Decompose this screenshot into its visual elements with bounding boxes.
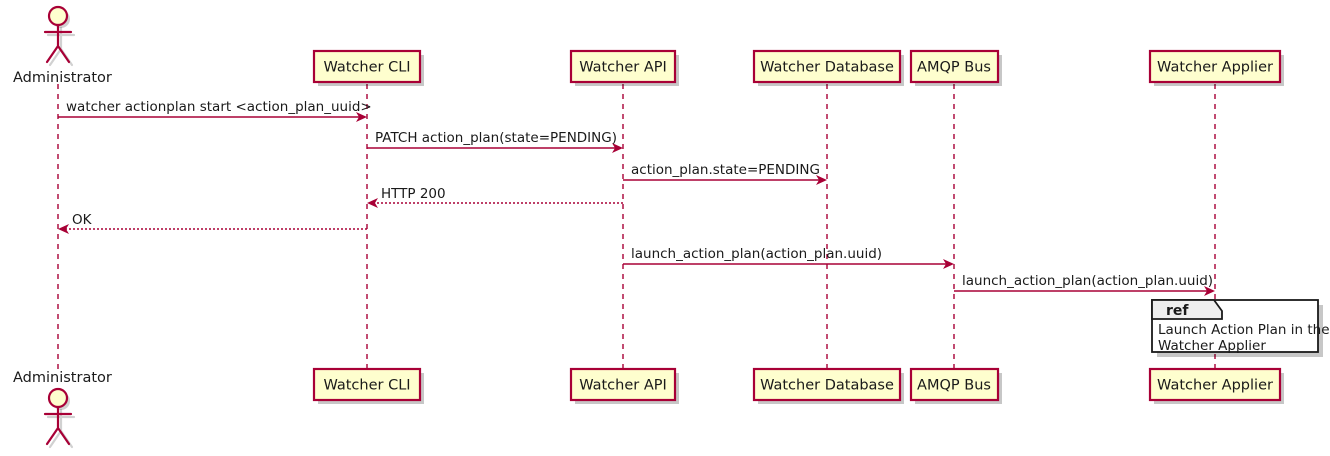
participant-watcher-database-header[interactable]: Watcher Database [752, 49, 904, 86]
participant-box [752, 49, 902, 84]
message-label-msg-3: action_plan.state=PENDING [631, 162, 820, 178]
actor-body-icon [43, 405, 73, 446]
participant-label-watcher-cli-header: Watcher CLI [323, 60, 410, 76]
message-arrowhead [816, 175, 827, 185]
participant-label-watcher-applier-header: Watcher Applier [1157, 60, 1273, 76]
participant-label-amqp-bus-footer: AMQP Bus [917, 378, 991, 394]
participant-label-administrator-header: Administrator [13, 70, 112, 86]
participant-box [312, 49, 422, 84]
reference-frame-body [1151, 299, 1319, 353]
message-arrowhead [612, 143, 623, 153]
participant-amqp-bus-header[interactable]: AMQP Bus [909, 49, 1002, 86]
participant-label-watcher-database-footer: Watcher Database [760, 378, 894, 394]
participant-label-watcher-database-header: Watcher Database [760, 60, 894, 76]
actor-head-icon [47, 387, 69, 409]
participant-watcher-applier-footer[interactable]: Watcher Applier [1148, 367, 1284, 404]
participant-box [1148, 49, 1282, 84]
participant-box [909, 49, 1000, 84]
participant-amqp-bus-footer[interactable]: AMQP Bus [909, 367, 1002, 404]
lifeline-layer [57, 84, 1216, 371]
participant-label-watcher-api-footer: Watcher API [579, 378, 667, 394]
message-label-msg-2: PATCH action_plan(state=PENDING) [375, 130, 617, 146]
message-label-msg-6: launch_action_plan(action_plan.uuid) [631, 246, 882, 262]
participant-watcher-database-footer[interactable]: Watcher Database [752, 367, 904, 404]
message-label-msg-4: HTTP 200 [381, 186, 446, 202]
message-msg-1: watcher actionplan start <action_plan_uu… [58, 99, 372, 122]
participant-box [312, 367, 422, 402]
participant-box [1148, 367, 1282, 402]
reference-frame-tab-label: ref [1166, 303, 1189, 319]
participant-box [569, 49, 677, 84]
reference-frame-tab [1151, 299, 1223, 320]
participant-label-watcher-cli-footer: Watcher CLI [323, 378, 410, 394]
actor-head-icon [47, 5, 69, 27]
participant-watcher-cli-footer[interactable]: Watcher CLI [312, 367, 424, 404]
reference-frame-text-line-1: Watcher Applier [1158, 338, 1266, 354]
message-msg-5: OK [58, 212, 367, 234]
message-label-msg-5: OK [72, 212, 93, 228]
message-msg-3: action_plan.state=PENDING [623, 162, 827, 185]
message-arrowhead [58, 224, 69, 234]
message-msg-6: launch_action_plan(action_plan.uuid) [623, 246, 954, 269]
participant-watcher-cli-header[interactable]: Watcher CLI [312, 49, 424, 86]
actor-body-shadow [46, 408, 76, 449]
actor-body-icon [43, 23, 73, 64]
reference-frame-text-line-0: Launch Action Plan in the [1158, 322, 1330, 338]
message-msg-7: launch_action_plan(action_plan.uuid) [954, 273, 1215, 296]
message-arrowhead [943, 259, 954, 269]
message-label-msg-1: watcher actionplan start <action_plan_uu… [66, 99, 372, 115]
participant-watcher-api-footer[interactable]: Watcher API [569, 367, 679, 404]
participant-box [569, 367, 677, 402]
participant-label-watcher-applier-footer: Watcher Applier [1157, 378, 1273, 394]
participant-label-watcher-api-header: Watcher API [579, 60, 667, 76]
participant-box [909, 367, 1000, 402]
message-arrowhead [356, 112, 367, 122]
participant-label-administrator-footer: Administrator [13, 370, 112, 386]
message-msg-2: PATCH action_plan(state=PENDING) [367, 130, 623, 153]
participant-administrator-header[interactable]: Administrator [13, 5, 112, 86]
participant-watcher-api-header[interactable]: Watcher API [569, 49, 679, 86]
participant-box [752, 367, 902, 402]
participant-header-layer: Administrator Watcher CLI Watcher API Watch… [13, 5, 1284, 86]
actor-body-shadow [46, 26, 76, 67]
participant-administrator-footer[interactable]: Administrator [13, 370, 112, 449]
participant-watcher-applier-header[interactable]: Watcher Applier [1148, 49, 1284, 86]
message-label-msg-7: launch_action_plan(action_plan.uuid) [962, 273, 1213, 289]
message-layer: watcher actionplan start <action_plan_uu… [58, 99, 1215, 296]
message-msg-4: HTTP 200 [367, 186, 623, 208]
message-arrowhead [367, 198, 378, 208]
message-arrowhead [1204, 286, 1215, 296]
participant-label-amqp-bus-header: AMQP Bus [917, 60, 991, 76]
